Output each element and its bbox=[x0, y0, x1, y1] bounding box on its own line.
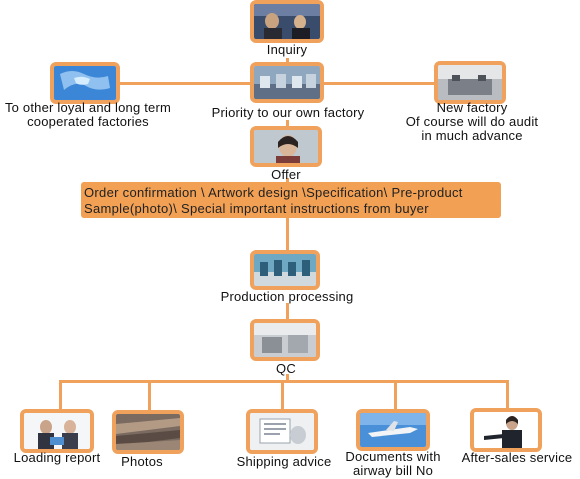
photos-label: Photos bbox=[121, 454, 163, 469]
other-factories-line-1: To other loyal and long term bbox=[4, 100, 172, 115]
qc-label: QC bbox=[276, 361, 296, 376]
inquiry-photo bbox=[250, 0, 324, 43]
connector-production-qc bbox=[286, 303, 289, 320]
documents-label: Documents with airway bill No bbox=[340, 450, 446, 478]
other-factories-line-2: cooperated factories bbox=[27, 114, 149, 129]
new-factory-line-2: Of course will do audit bbox=[405, 114, 539, 129]
inquiry-label: Inquiry bbox=[266, 42, 308, 57]
after-sales-photo bbox=[470, 408, 542, 452]
documents-photo bbox=[356, 409, 430, 451]
order-confirmation-line-2: Sample(photo)\ Special important instruc… bbox=[84, 201, 429, 216]
priority-factory-photo bbox=[250, 62, 324, 103]
other-factories-label: To other loyal and long term cooperated … bbox=[0, 101, 176, 129]
new-factory-line-3: in much advance bbox=[421, 128, 523, 143]
documents-line-1: Documents with bbox=[345, 449, 441, 464]
connector-left-branch bbox=[118, 82, 252, 85]
connector-qc-bus bbox=[286, 374, 289, 382]
connector-drop-shipping bbox=[281, 380, 284, 410]
connector-right-branch bbox=[322, 82, 436, 85]
offer-label: Offer bbox=[271, 167, 301, 182]
connector-drop-documents bbox=[394, 380, 397, 410]
connector-inquiry-priority bbox=[286, 58, 289, 64]
after-sales-label: After-sales service bbox=[461, 450, 573, 465]
priority-factory-label: Priority to our own factory bbox=[211, 105, 365, 120]
documents-line-2: airway bill No bbox=[352, 463, 434, 478]
connector-drop-photos bbox=[148, 380, 151, 411]
connector-offer-banner bbox=[286, 178, 289, 183]
new-factory-label: New factory Of course will do audit in m… bbox=[392, 101, 552, 143]
connector-drop-loading bbox=[59, 380, 62, 410]
connector-priority-offer bbox=[286, 120, 289, 128]
new-factory-line-1: New factory bbox=[436, 100, 508, 115]
connector-drop-after-sales bbox=[506, 380, 509, 409]
production-label: Production processing bbox=[220, 289, 354, 304]
production-photo bbox=[250, 250, 320, 290]
qc-photo bbox=[250, 319, 320, 361]
shipping-advice-photo bbox=[246, 409, 318, 454]
shipping-advice-label: Shipping advice bbox=[236, 454, 332, 469]
new-factory-photo bbox=[434, 61, 506, 104]
map-photo bbox=[50, 62, 120, 104]
loading-report-label: Loading report bbox=[13, 450, 101, 465]
connector-banner-production bbox=[286, 218, 289, 251]
loading-report-photo bbox=[20, 409, 94, 453]
photos-photo bbox=[112, 410, 184, 454]
order-confirmation-line-1: Order confirmation \ Artwork design \Spe… bbox=[84, 185, 463, 200]
order-confirmation-banner: Order confirmation \ Artwork design \Spe… bbox=[81, 182, 501, 218]
offer-photo bbox=[250, 126, 322, 167]
